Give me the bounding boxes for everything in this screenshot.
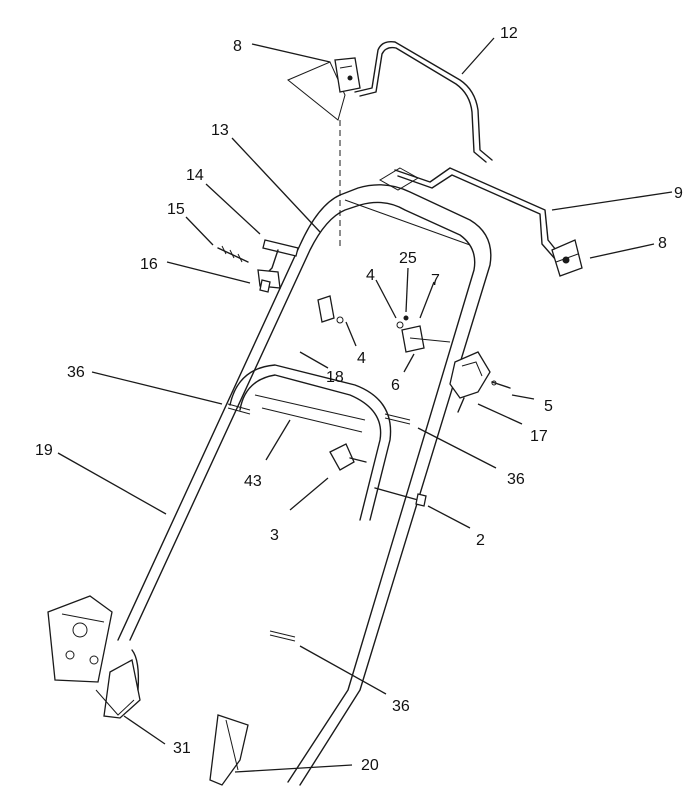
- mount-plate: [47, 595, 113, 683]
- callout-labels: 8 12 13 14 15 16 9 8 4 25 7 4 18 6 5 17 …: [35, 25, 683, 774]
- handle-bracket: [95, 649, 141, 719]
- handle-foot: [209, 714, 249, 786]
- callout-13: 13: [211, 122, 229, 139]
- callout-20: 20: [361, 757, 379, 774]
- cable-housing: [449, 351, 491, 413]
- callout-8-right: 8: [658, 235, 667, 252]
- callout-17: 17: [530, 428, 548, 445]
- callout-31: 31: [173, 740, 191, 757]
- callout-18: 18: [326, 369, 344, 386]
- leader-lines: [57, 37, 673, 773]
- cable-clip: [262, 239, 299, 276]
- lower-handle: [229, 364, 392, 521]
- cable-end: [257, 269, 281, 293]
- callout-12: 12: [500, 25, 518, 42]
- callout-14: 14: [186, 167, 204, 184]
- knob: [329, 443, 367, 471]
- callout-36-lower: 36: [392, 698, 410, 715]
- callout-7: 7: [431, 272, 440, 289]
- callout-16: 16: [140, 256, 158, 273]
- cable-screw: [217, 245, 249, 263]
- washer-mid: [384, 413, 411, 425]
- cable-guide: [317, 295, 344, 324]
- housing-screw: [491, 380, 511, 389]
- carriage-bolt: [374, 487, 427, 507]
- callout-2: 2: [476, 532, 485, 549]
- callout-25: 25: [399, 250, 417, 267]
- callout-36-mid: 36: [507, 471, 525, 488]
- callout-8-top: 8: [233, 38, 242, 55]
- callout-3: 3: [270, 527, 279, 544]
- callout-36-upper: 36: [67, 364, 85, 381]
- washer-upper: [227, 403, 251, 415]
- control-bar-top: [354, 40, 493, 163]
- cable-sheet: [287, 61, 346, 121]
- callout-6: 6: [391, 377, 400, 394]
- control-bar-mid: [379, 167, 561, 261]
- callout-15: 15: [167, 201, 185, 218]
- callout-5: 5: [544, 398, 553, 415]
- bracket-right: [551, 239, 583, 277]
- bracket-top: [334, 57, 361, 93]
- callout-4-upper: 4: [366, 267, 375, 284]
- callout-9: 9: [674, 185, 683, 202]
- callout-4-lower: 4: [357, 350, 366, 367]
- washer-lower: [269, 630, 296, 642]
- upper-handle: [117, 184, 492, 786]
- control-block: [396, 315, 451, 353]
- callout-19: 19: [35, 442, 53, 459]
- callout-43: 43: [244, 473, 262, 490]
